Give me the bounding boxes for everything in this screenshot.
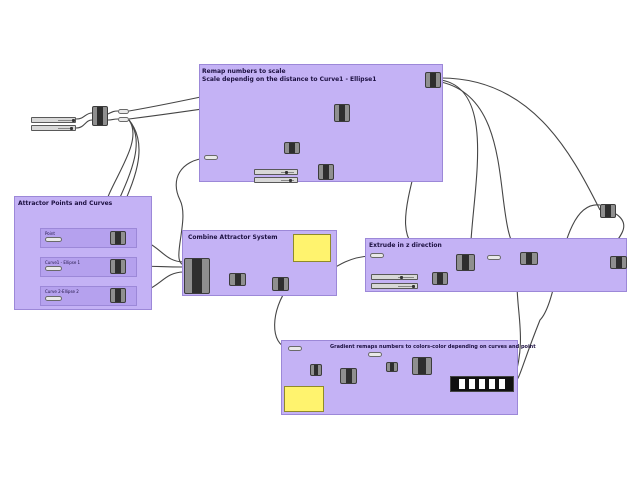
grasshopper-component-icon[interactable] (110, 231, 126, 245)
grasshopper-component-icon[interactable] (272, 277, 289, 291)
wire (440, 81, 521, 255)
slider-rail (398, 277, 414, 278)
grasshopper-component-icon[interactable] (425, 72, 441, 88)
curve-param[interactable] (45, 266, 62, 271)
grasshopper-component-icon[interactable] (386, 362, 398, 372)
gradient-swatch-icon[interactable] (450, 376, 514, 392)
wire (513, 204, 601, 383)
grasshopper-component-icon[interactable] (340, 368, 357, 384)
number-slider[interactable] (31, 125, 76, 131)
slider-rail (281, 180, 294, 181)
slider-knob[interactable] (70, 127, 73, 130)
grasshopper-component-icon[interactable] (284, 142, 300, 154)
grasshopper-component-icon[interactable] (432, 272, 448, 285)
wire (75, 112, 93, 120)
relay-param[interactable] (118, 117, 129, 122)
grasshopper-component-icon[interactable] (110, 288, 126, 303)
point-label: Point (45, 231, 55, 236)
curve1-label: Curve1 - Ellipse 1 (45, 260, 81, 265)
wire (107, 118, 119, 121)
grasshopper-component-icon[interactable] (610, 256, 627, 269)
gradient-cell (499, 379, 505, 389)
grasshopper-component-icon[interactable] (600, 204, 616, 218)
relay-param[interactable] (370, 253, 384, 258)
number-slider[interactable] (31, 117, 76, 123)
slider-rail (58, 128, 72, 129)
group-title-remap: Remap numbers to scale (202, 68, 286, 75)
slider-knob[interactable] (289, 179, 292, 182)
gradient-cell (489, 379, 495, 389)
slider-knob[interactable] (412, 285, 415, 288)
gradient-cell (479, 379, 485, 389)
number-slider[interactable] (371, 274, 418, 280)
grasshopper-component-icon[interactable] (520, 252, 538, 265)
grasshopper-component-icon[interactable] (110, 259, 126, 274)
wire (75, 119, 93, 129)
yellow-panel-icon[interactable] (293, 234, 331, 262)
group-subtitle-remap: Scale dependig on the distance to Curve1… (202, 76, 377, 83)
group-remap[interactable] (199, 64, 443, 182)
slider-rail (398, 286, 414, 287)
wire (107, 110, 119, 115)
yellow-panel-icon[interactable] (284, 386, 324, 412)
gradient-cell (469, 379, 475, 389)
grasshopper-component-icon[interactable] (318, 164, 334, 180)
slider-knob[interactable] (72, 119, 75, 122)
slider-rail (58, 120, 72, 121)
panel-line (294, 251, 330, 255)
grasshopper-component-icon[interactable] (412, 357, 432, 375)
curve-param[interactable] (45, 296, 62, 301)
grasshopper-component-icon[interactable] (229, 273, 246, 286)
relay-param[interactable] (204, 155, 218, 160)
wire (175, 157, 208, 266)
slider-knob[interactable] (400, 276, 403, 279)
gradient-cell (459, 379, 465, 389)
group-title-gradient: Gradient remaps numbers to colors-color … (330, 344, 536, 350)
grasshopper-component-icon[interactable] (92, 106, 108, 126)
wire (440, 79, 479, 263)
grasshopper-component-icon[interactable] (310, 364, 322, 376)
grasshopper-component-icon[interactable] (456, 254, 475, 271)
number-slider[interactable] (254, 177, 298, 183)
grasshopper-component-icon[interactable] (184, 258, 210, 294)
group-title-extrude: Extrude in z direction (369, 242, 442, 249)
slider-knob[interactable] (285, 171, 288, 174)
number-slider[interactable] (254, 169, 298, 175)
relay-param[interactable] (288, 346, 302, 351)
point-param[interactable] (45, 237, 62, 242)
group-title-combine: Combine Attractor System (188, 234, 278, 241)
wire (440, 77, 601, 211)
grasshopper-component-icon[interactable] (334, 104, 350, 122)
relay-param[interactable] (368, 352, 382, 357)
relay-param[interactable] (487, 255, 501, 260)
curve2-label: Curve 2-Ellipse 2 (45, 289, 79, 294)
relay-param[interactable] (118, 109, 129, 114)
group-title-attractor: Attractor Points and Curves (18, 200, 113, 207)
number-slider[interactable] (371, 283, 418, 289)
